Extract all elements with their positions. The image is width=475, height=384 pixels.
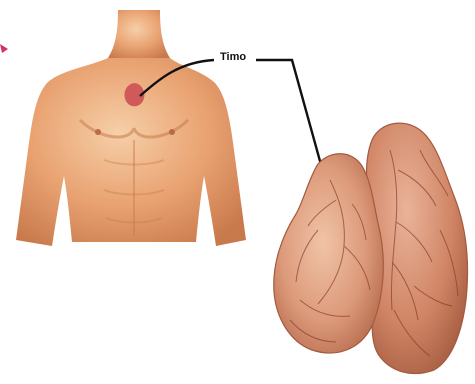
nipple-left bbox=[95, 129, 101, 135]
nipple-right bbox=[169, 129, 175, 135]
thymus-gland bbox=[274, 123, 468, 373]
thymus-lobe-left bbox=[274, 154, 384, 353]
accent-mark bbox=[0, 44, 8, 53]
callout-label: Timo bbox=[220, 50, 246, 64]
human-torso bbox=[16, 10, 246, 246]
neck bbox=[108, 10, 170, 58]
